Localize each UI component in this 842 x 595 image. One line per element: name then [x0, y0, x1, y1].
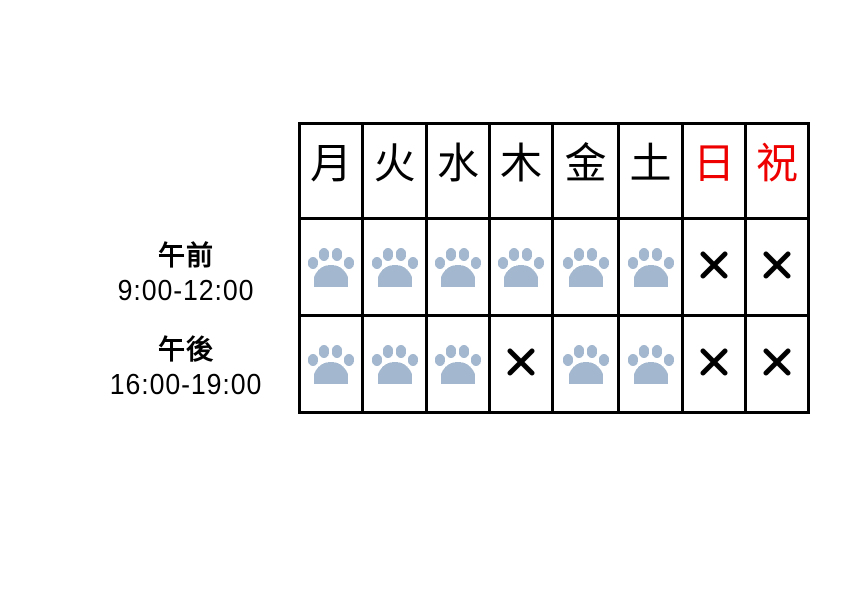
row-label-afternoon: 午後 16:00-19:00 [80, 335, 292, 403]
paw-icon [432, 342, 484, 386]
paw-icon [625, 342, 677, 386]
day-header: 土 [617, 122, 684, 220]
schedule-cell [681, 314, 747, 414]
schedule-cell [681, 217, 747, 317]
schedule-cell [551, 217, 620, 317]
paw-icon [369, 245, 421, 289]
header-row: 月火水木金土日祝 [298, 122, 810, 220]
period-label: 午後 [158, 335, 214, 366]
schedule-cell [744, 314, 810, 414]
day-header: 火 [361, 122, 428, 220]
schedule-cell [425, 217, 491, 317]
row-label-morning: 午前 9:00-12:00 [80, 241, 292, 309]
day-header: 金 [551, 122, 620, 220]
schedule-cell [425, 314, 491, 414]
day-header: 祝 [744, 122, 810, 220]
schedule-cell [617, 314, 684, 414]
schedule-cell [551, 314, 620, 414]
paw-icon [305, 245, 357, 289]
schedule-cell [298, 314, 364, 414]
hours-label: 9:00-12:00 [117, 275, 255, 307]
schedule-row [298, 217, 810, 317]
hours-label: 16:00-19:00 [109, 369, 263, 401]
cross-icon [762, 347, 792, 377]
day-header: 月 [298, 122, 364, 220]
day-header: 木 [488, 122, 554, 220]
period-label: 午前 [158, 241, 214, 272]
schedule-cell [488, 217, 554, 317]
paw-icon [560, 342, 612, 386]
schedule-cell [298, 217, 364, 317]
day-header: 水 [425, 122, 491, 220]
schedule-cell [488, 314, 554, 414]
cross-icon [762, 250, 792, 280]
schedule-cell [744, 217, 810, 317]
schedule-cell [361, 314, 428, 414]
schedule-cell [361, 217, 428, 317]
schedule-cell [617, 217, 684, 317]
paw-icon [305, 342, 357, 386]
schedule-body [298, 217, 810, 414]
paw-icon [369, 342, 421, 386]
paw-icon [625, 245, 677, 289]
cross-icon [506, 347, 536, 377]
paw-icon [560, 245, 612, 289]
day-header: 日 [681, 122, 747, 220]
schedule-row [298, 314, 810, 414]
paw-icon [495, 245, 547, 289]
cross-icon [699, 250, 729, 280]
schedule-table: 月火水木金土日祝 [298, 122, 810, 414]
paw-icon [432, 245, 484, 289]
cross-icon [699, 347, 729, 377]
